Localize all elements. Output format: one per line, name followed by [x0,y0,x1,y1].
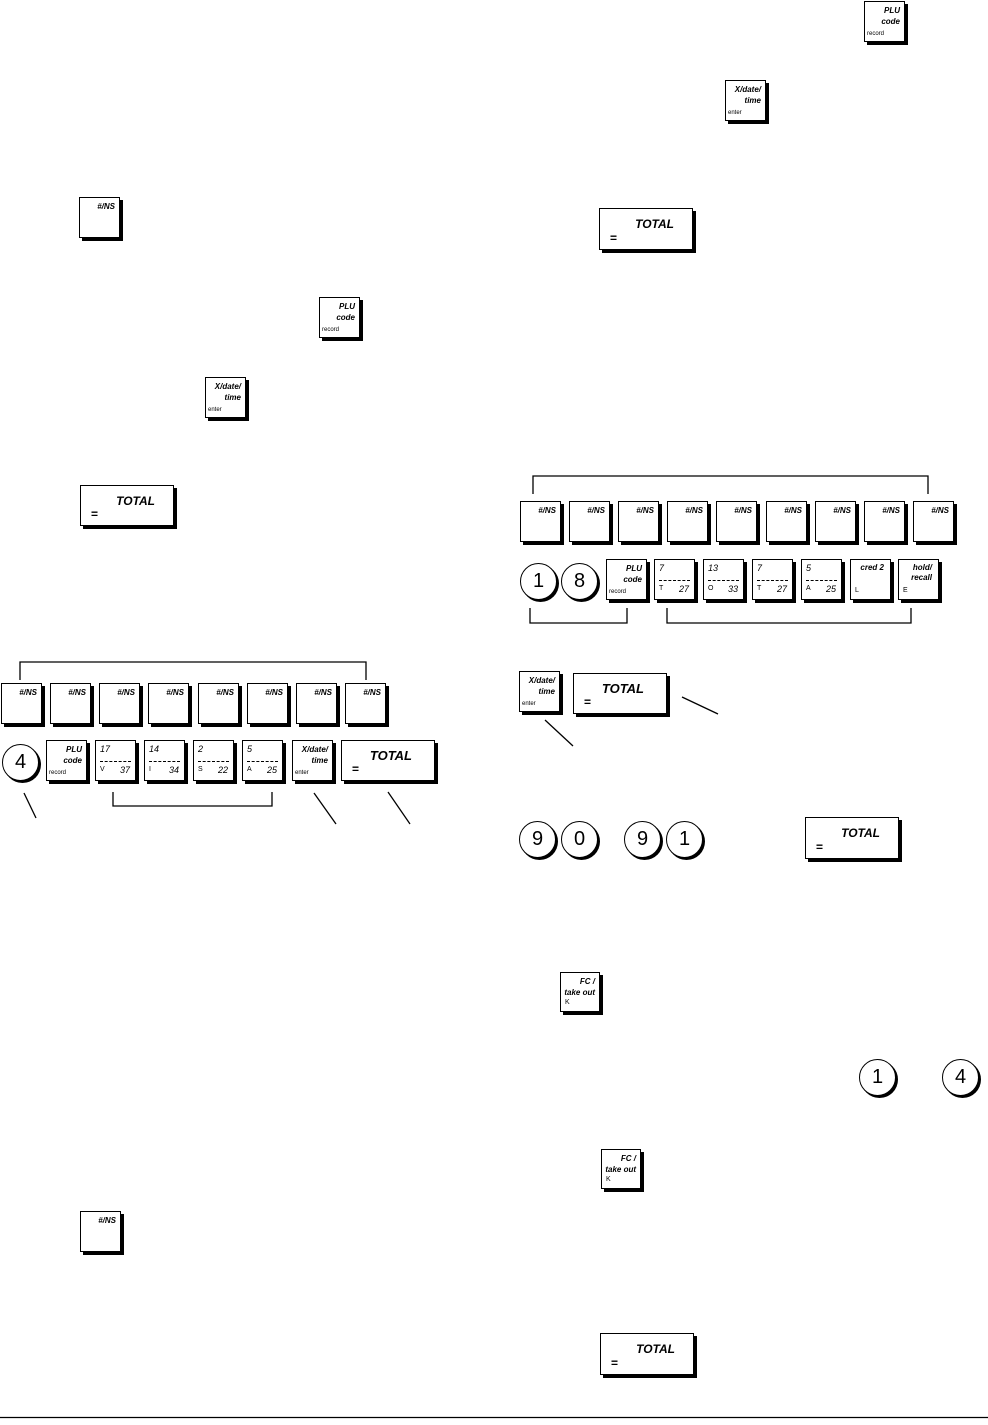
department-key-7[interactable]: 7 T 27 [654,559,695,600]
plu-code-key[interactable]: PLU code record [864,1,905,42]
digit-key[interactable]: 8 [561,563,598,600]
bracket-right-depts [666,608,912,624]
department-key-2[interactable]: 2 S 22 [193,740,234,781]
ns-key[interactable]: #/NS [198,683,239,724]
xdatetime-key[interactable]: X/date/ time enter [292,740,333,781]
digit-key[interactable]: 9 [624,821,661,858]
fc-takeout-key[interactable]: FC / take out K [560,972,600,1012]
leader-line [544,719,574,747]
bracket-right-digits [529,608,628,624]
digit-key[interactable]: 1 [666,821,703,858]
ns-key[interactable]: #/NS [815,501,856,542]
ns-key[interactable]: #/NS [667,501,708,542]
total-key[interactable]: TOTAL = [80,485,174,526]
bracket-left-ns-row [19,661,367,680]
ns-key[interactable]: #/NS [50,683,91,724]
digit-key[interactable]: 0 [561,821,598,858]
bracket-left-depts [112,792,273,807]
hold-recall-key[interactable]: hold/ recall E [898,559,939,600]
ns-key[interactable]: #/NS [79,197,120,238]
leader-line [313,792,337,825]
ns-key[interactable]: #/NS [766,501,807,542]
total-key[interactable]: TOTAL = [341,740,435,781]
xdatetime-key[interactable]: X/date/ time enter [725,80,766,121]
ns-key[interactable]: #/NS [716,501,757,542]
bracket-right-ns-row [532,475,929,494]
leader-line [681,696,719,715]
department-key-5[interactable]: 5 A 25 [801,559,842,600]
ns-key[interactable]: #/NS [864,501,905,542]
plu-code-key[interactable]: PLU code record [46,740,87,781]
total-key[interactable]: TOTAL = [599,208,693,250]
department-key-7[interactable]: 7 T 27 [752,559,793,600]
cred2-key[interactable]: cred 2 L [850,559,891,600]
plu-code-key[interactable]: PLU code record [319,297,360,338]
ns-key[interactable]: #/NS [296,683,337,724]
ns-key[interactable]: #/NS [618,501,659,542]
digit-key[interactable]: 1 [859,1059,896,1096]
xdatetime-key[interactable]: X/date/ time enter [205,377,246,418]
total-key[interactable]: TOTAL = [573,673,667,714]
ns-key[interactable]: #/NS [569,501,610,542]
ns-key[interactable]: #/NS [1,683,42,724]
department-key-14[interactable]: 14 I 34 [144,740,185,781]
digit-key[interactable]: 4 [2,744,39,781]
leader-line [23,792,37,819]
total-key[interactable]: TOTAL = [600,1333,694,1375]
ns-key[interactable]: #/NS [345,683,386,724]
leader-line [387,791,411,825]
ns-key[interactable]: #/NS [99,683,140,724]
digit-key[interactable]: 1 [520,563,557,600]
digit-key[interactable]: 4 [942,1059,979,1096]
department-key-17[interactable]: 17 V 37 [95,740,136,781]
ns-key[interactable]: #/NS [520,501,561,542]
ns-key[interactable]: #/NS [80,1211,121,1252]
fc-takeout-key[interactable]: FC / take out K [601,1149,641,1189]
ns-key[interactable]: #/NS [913,501,954,542]
ns-key[interactable]: #/NS [247,683,288,724]
digit-key[interactable]: 9 [519,821,556,858]
xdatetime-key[interactable]: X/date/ time enter [519,671,560,712]
department-key-5[interactable]: 5 A 25 [242,740,283,781]
plu-code-key[interactable]: PLU code record [606,559,647,600]
total-key[interactable]: TOTAL = [805,817,899,859]
department-key-13[interactable]: 13 O 33 [703,559,744,600]
ns-key[interactable]: #/NS [148,683,189,724]
